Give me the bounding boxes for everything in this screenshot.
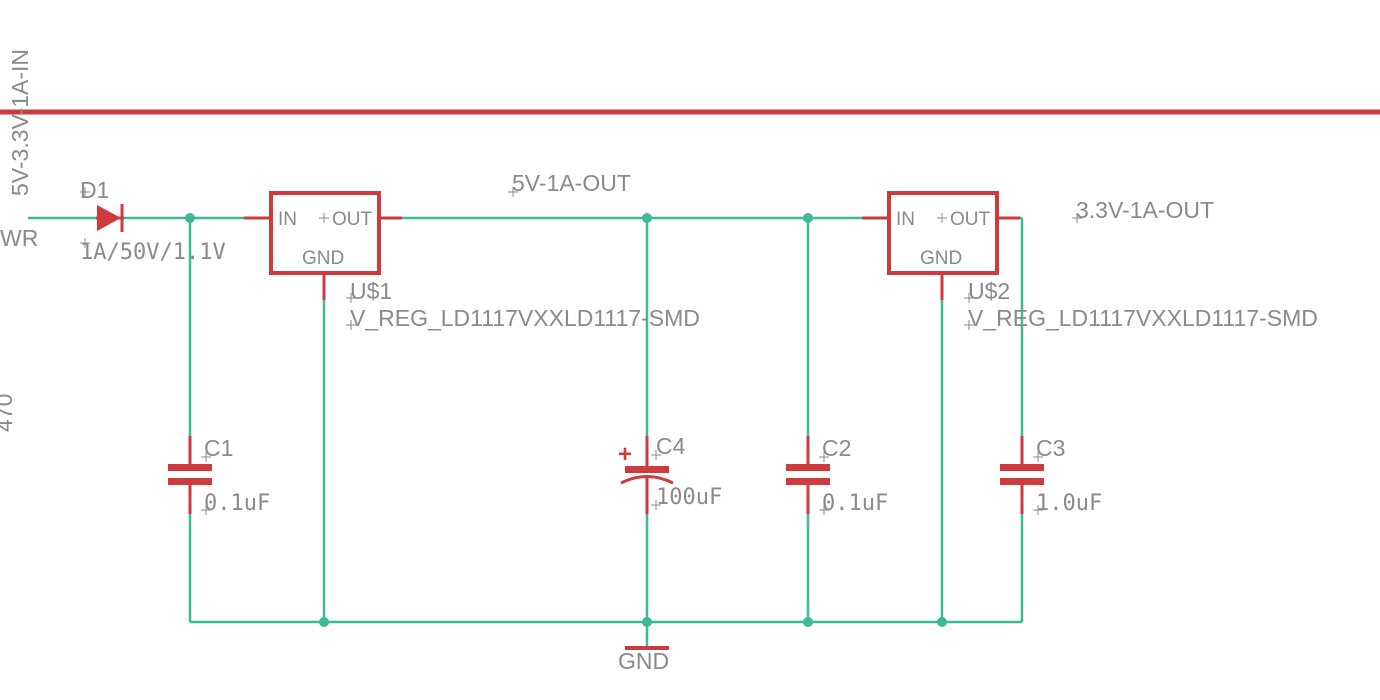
net-3v3-out-label: 3.3V-1A-OUT	[1076, 197, 1214, 223]
capacitor-c3-value: 1.0uF	[1036, 491, 1102, 516]
regulator-u2[interactable]: IN OUT GND U$2 V_REG_LD1117VXXLD1117-SMD	[862, 191, 1318, 331]
regulator-u1-name: U$1	[350, 278, 392, 304]
junctions	[185, 213, 947, 627]
capacitor-c1[interactable]: C1 0.1uF	[168, 435, 270, 516]
regulator-u1[interactable]: IN OUT GND U$1 V_REG_LD1117VXXLD1117-SMD	[244, 191, 700, 331]
ground-symbol[interactable]: GND	[618, 646, 669, 674]
regulator-u2-pin-out: OUT	[950, 209, 991, 230]
regulator-u2-value: V_REG_LD1117VXXLD1117-SMD	[968, 305, 1318, 331]
ground-label: GND	[618, 648, 669, 674]
capacitor-c4[interactable]: + C4 100uF	[618, 433, 722, 514]
diode-triangle-icon	[97, 205, 121, 231]
regulator-u1-body	[269, 191, 381, 275]
capacitor-c2-value: 0.1uF	[822, 491, 888, 516]
net-5v-out-label: 5V-1A-OUT	[512, 170, 631, 196]
regulator-u1-value: V_REG_LD1117VXXLD1117-SMD	[350, 305, 700, 331]
capacitor-c4-value: 100uF	[656, 485, 722, 510]
capacitor-c1-value: 0.1uF	[204, 491, 270, 516]
wires	[28, 216, 1024, 648]
regulator-u2-body	[887, 191, 999, 275]
regulator-u2-pin-gnd: GND	[920, 248, 962, 269]
regulator-u1-pin-in: IN	[278, 209, 297, 230]
diode-value: 1A/50V/1.1V	[80, 240, 226, 265]
regulator-u1-pin-out: OUT	[332, 209, 373, 230]
regulator-u2-pin-in: IN	[896, 209, 915, 230]
capacitor-c3[interactable]: C3 1.0uF	[1000, 435, 1102, 516]
input-net-label: 5V-3.3V-1A-IN	[7, 49, 33, 196]
capacitor-c2[interactable]: C2 0.1uF	[786, 435, 888, 516]
regulator-u2-name: U$2	[968, 278, 1010, 304]
capacitor-c4-polarity: +	[618, 441, 632, 468]
diode-d1[interactable]: D1 1A/50V/1.1V	[80, 177, 226, 265]
diode-name: D1	[80, 177, 109, 203]
side-fragment-label: 470	[0, 394, 17, 432]
regulator-u1-pin-gnd: GND	[302, 248, 344, 269]
pwr-label: WR	[0, 225, 38, 251]
